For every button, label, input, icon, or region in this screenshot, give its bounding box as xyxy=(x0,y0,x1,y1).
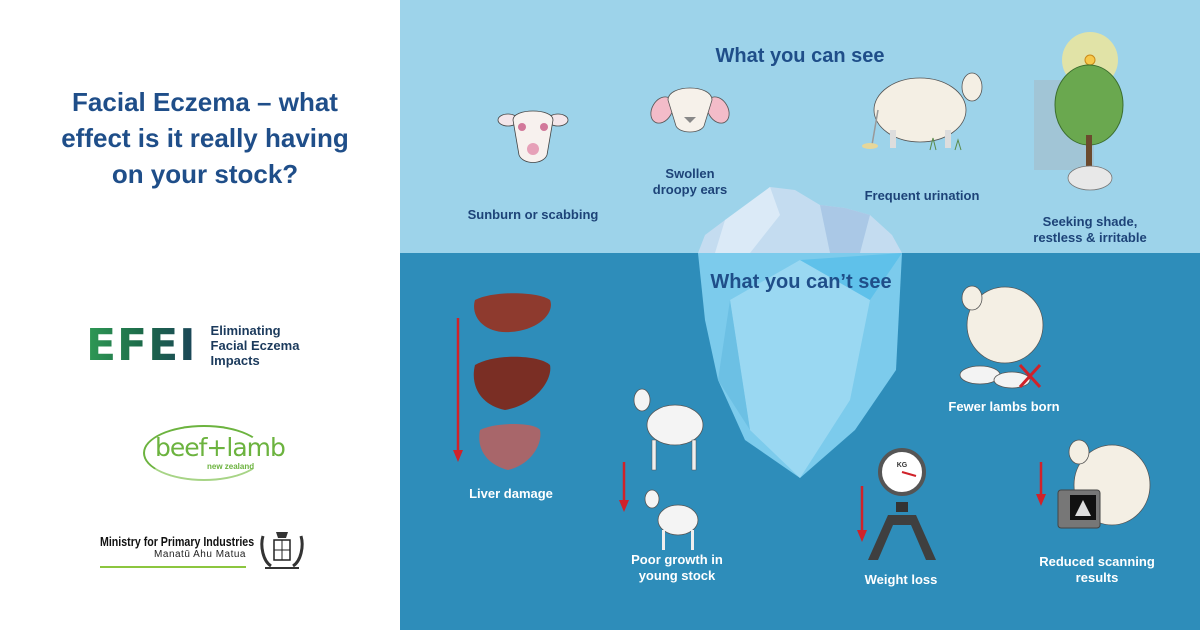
weight-loss-label: Weight loss xyxy=(864,572,938,587)
iceberg-infographic: KG What you can see Sunburn or scabbing … xyxy=(400,0,1200,630)
what-you-can-see-heading: What you can see xyxy=(715,45,885,67)
mpi-logo: Ministry for Primary Industries Manatū A… xyxy=(100,535,255,568)
ewe-lambs-icon xyxy=(959,285,1044,389)
efei-line: Eliminating xyxy=(210,323,281,338)
label-line: Seeking shade, xyxy=(1042,214,1138,229)
beef-lamb-name: beef+lamb xyxy=(155,433,286,462)
efei-logo: EFEI Eliminating Facial Eczema Impacts xyxy=(86,323,299,368)
logo-swoosh xyxy=(143,425,265,481)
young-sheep-icon xyxy=(633,388,704,550)
urination-label: Frequent urination xyxy=(864,188,980,203)
weighing-scale-icon xyxy=(868,448,936,560)
nz-coat-of-arms-icon xyxy=(260,532,304,569)
what-you-cant-see-heading: What you can’t see xyxy=(710,271,892,293)
efei-line: Impacts xyxy=(210,353,260,368)
liver-damage-label: Liver damage xyxy=(469,486,553,501)
iceberg-icon xyxy=(698,187,902,478)
label-line: results xyxy=(1075,570,1119,585)
poor-growth-label: Poor growth in young stock xyxy=(631,552,723,584)
title-line: effect is it really having xyxy=(61,123,349,153)
efei-line: Facial Eczema xyxy=(210,338,300,353)
beef-lamb-logo: beef+lamb new zealand xyxy=(143,425,286,481)
title-line: Facial Eczema – what xyxy=(72,87,338,117)
ultrasound-sheep-icon xyxy=(1057,439,1151,529)
liver-icon xyxy=(473,293,551,470)
fewer-lambs-label: Fewer lambs born xyxy=(948,399,1060,414)
mpi-sub: Manatū Ahu Matua xyxy=(154,549,246,560)
scene-illustration: KG xyxy=(400,0,1200,630)
scanning-label: Reduced scanning results xyxy=(1039,554,1155,586)
mpi-name: Ministry for Primary Industries xyxy=(100,535,255,549)
swollen-ears-label: Swollen droopy ears xyxy=(653,166,727,198)
efei-text: Eliminating Facial Eczema Impacts xyxy=(211,323,300,368)
shade-label: Seeking shade, restless & irritable xyxy=(1033,214,1146,246)
efei-mark: EFEI xyxy=(86,319,197,371)
beef-lamb-sub: new zealand xyxy=(207,462,255,471)
scale-unit-text: KG xyxy=(897,462,908,469)
label-line: Swollen xyxy=(665,166,715,181)
sunburn-sheep-icon xyxy=(497,110,569,163)
sunburn-label: Sunburn or scabbing xyxy=(467,207,599,222)
shade-tree-sheep-icon xyxy=(1034,32,1124,191)
urinating-sheep-icon xyxy=(862,72,983,151)
left-panel: Facial Eczema – what effect is it really… xyxy=(0,0,400,630)
label-line: Poor growth in xyxy=(631,552,723,567)
swollen-ears-sheep-icon xyxy=(650,87,730,133)
page-title: Facial Eczema – what effect is it really… xyxy=(20,84,390,192)
label-line: Reduced scanning xyxy=(1039,554,1155,569)
label-line: droopy ears xyxy=(652,182,728,197)
label-line: young stock xyxy=(638,568,716,583)
title-line: on your stock? xyxy=(111,159,299,189)
label-line: restless & irritable xyxy=(1033,230,1147,245)
